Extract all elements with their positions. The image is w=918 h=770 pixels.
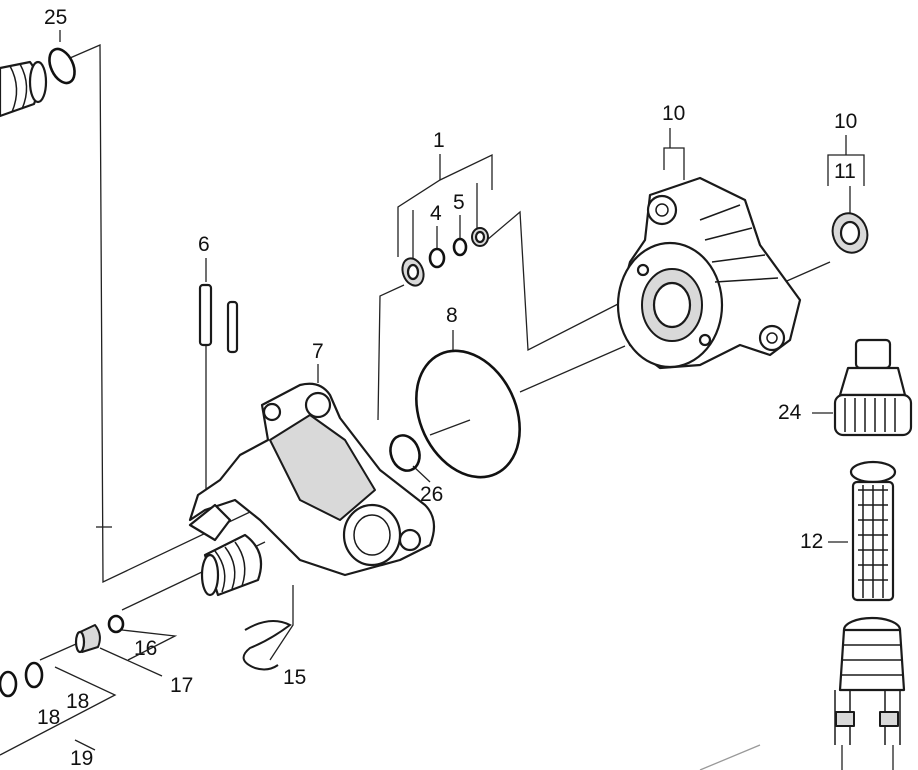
callout-26: 26: [420, 483, 443, 506]
part-15-clip: [242, 620, 292, 671]
part-16-17-valve: [74, 614, 125, 654]
callout-15: 15: [283, 666, 306, 689]
callout-7: 7: [312, 340, 324, 363]
part-11-shaft-seal: [831, 212, 869, 254]
callout-10-seal: 10: [834, 110, 857, 133]
callout-18-left: 18: [37, 706, 60, 729]
callout-5: 5: [453, 191, 465, 214]
part-12-filter: [849, 460, 897, 602]
leader-lines: [0, 30, 865, 770]
part-26-small-oring: [389, 434, 421, 472]
part-6-pins: [198, 283, 239, 354]
part-1-seal-kit: [401, 227, 489, 287]
callout-16: 16: [134, 637, 157, 660]
inlet-adapter: [834, 616, 906, 770]
callout-12: 12: [800, 530, 823, 553]
callout-1: 1: [433, 129, 445, 152]
part-10-housing: [616, 176, 802, 370]
part-25-fitting: [0, 47, 76, 118]
callout-17: 17: [170, 674, 193, 697]
part-7-pump-housing: [188, 382, 436, 597]
callout-6: 6: [198, 233, 210, 256]
callout-8: 8: [446, 304, 458, 327]
part-18-19-orings: [0, 661, 44, 698]
callout-11: 11: [834, 160, 856, 183]
part-8-large-oring: [415, 349, 521, 479]
callout-10-housing: 10: [662, 102, 685, 125]
callout-19: 19: [70, 747, 93, 770]
callout-4: 4: [430, 202, 442, 225]
callout-25: 25: [44, 6, 67, 29]
callout-24: 24: [778, 401, 802, 424]
callout-18-right: 18: [66, 690, 89, 713]
part-24-hose-connector: [833, 338, 913, 437]
